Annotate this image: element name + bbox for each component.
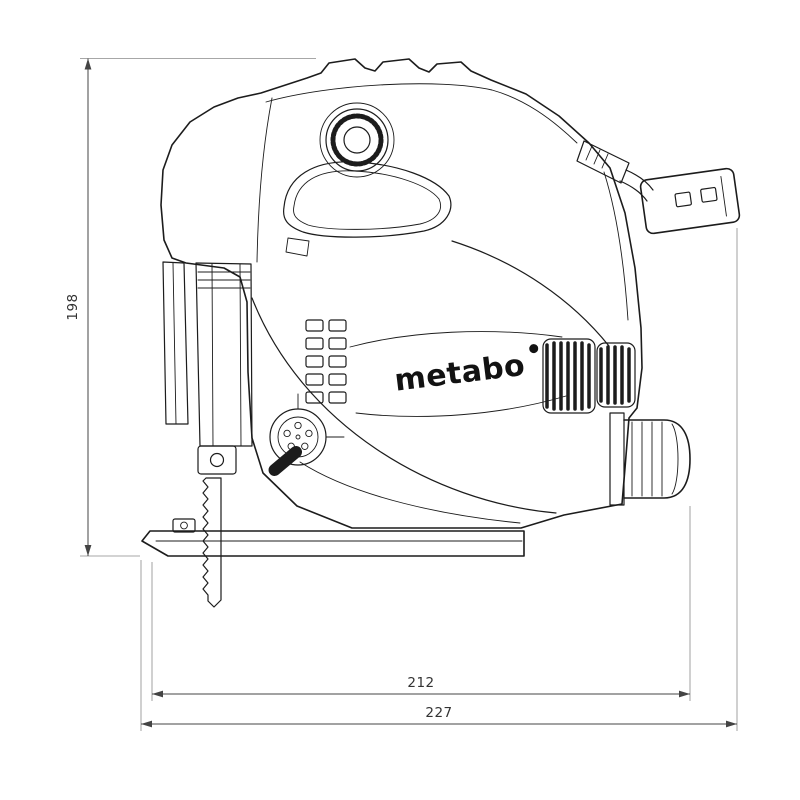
arrowhead-left-icon [152, 690, 163, 698]
vent-slot [328, 355, 347, 368]
trigger-detail [285, 237, 310, 257]
body-outline [160, 58, 643, 529]
vent-slot [305, 319, 324, 332]
shoe-clamp-screw [172, 518, 196, 533]
brand-logo: metabo [349, 331, 567, 417]
extraction-port [609, 412, 691, 506]
inner-length-dimension: 212 [151, 506, 691, 701]
body-contour-lines [251, 83, 629, 524]
vent-slot [328, 391, 347, 404]
vent-slot [328, 373, 347, 386]
arrowhead-up-icon [84, 58, 92, 70]
height-dimension-label: 198 [65, 293, 81, 320]
plunger-housing [195, 262, 253, 447]
handle-cutout [282, 161, 452, 257]
vent-slot [305, 337, 324, 350]
power-cable [576, 140, 741, 235]
blade-roller-assembly [268, 393, 345, 476]
pendulum-lever [268, 446, 302, 476]
overall-length-dimension-label: 227 [425, 705, 452, 721]
arrowhead-right-icon [726, 720, 737, 728]
vent-slots [305, 319, 347, 404]
vent-slot [305, 355, 324, 368]
vent-slot [305, 391, 324, 404]
vent-slot [328, 337, 347, 350]
speed-dial [319, 102, 395, 178]
blade-clamp [197, 445, 237, 475]
front-guard-strip [162, 261, 189, 425]
arrowhead-down-icon [84, 545, 92, 556]
height-dimension: 198 [65, 58, 316, 557]
base-plate [141, 518, 525, 557]
cable-boot [576, 140, 630, 184]
vent-slot [305, 373, 324, 386]
brand-wordmark: metabo [393, 348, 528, 399]
jigsaw-drawing: metabo [141, 58, 741, 608]
arrowhead-left-icon [141, 720, 152, 728]
saw-blade [202, 477, 222, 608]
overall-length-dimension: 227 [140, 228, 738, 731]
inner-length-dimension-label: 212 [407, 675, 434, 691]
vent-slot [328, 319, 347, 332]
rear-grip-ribs [542, 338, 636, 414]
arrowhead-right-icon [679, 690, 690, 698]
brand-dot [529, 344, 539, 354]
power-plug [639, 167, 741, 235]
